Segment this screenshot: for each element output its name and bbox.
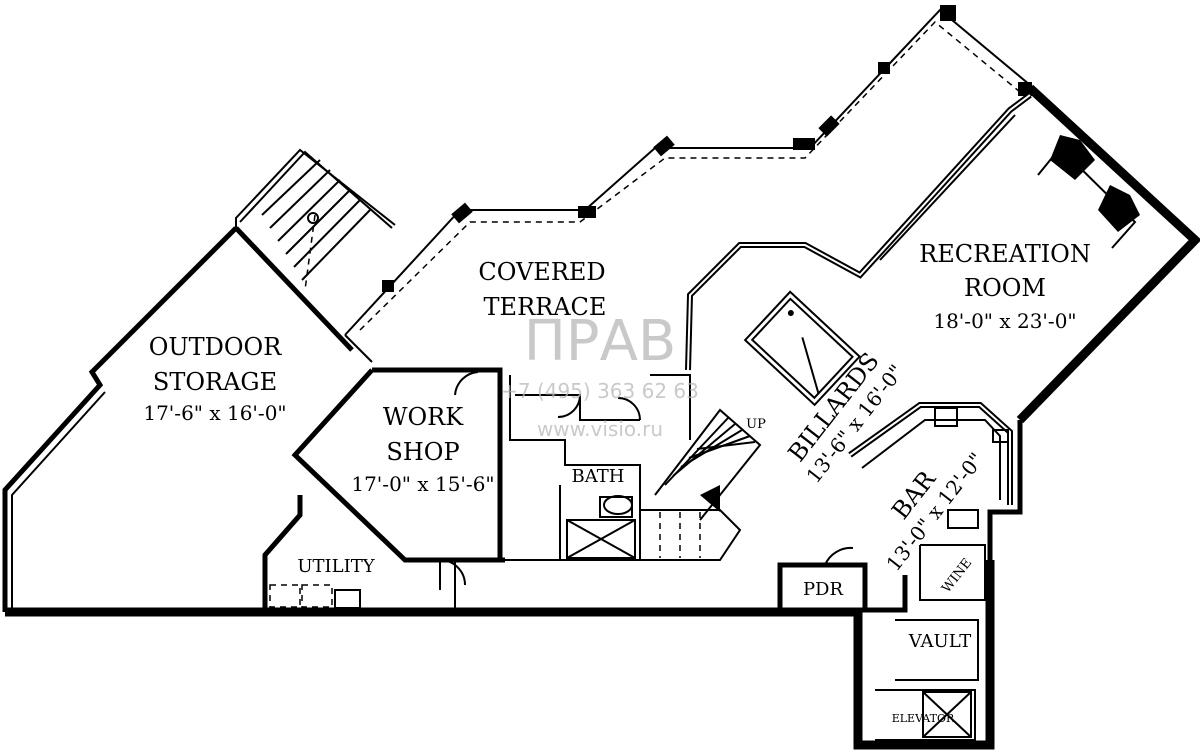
service-rooms xyxy=(777,544,986,741)
interior-walls xyxy=(262,367,762,612)
exterior-stair xyxy=(239,150,393,291)
outdoor-storage-dims: 17'-6" x 16'-0" xyxy=(143,401,286,425)
covered-terrace-label-1: COVERED xyxy=(478,258,605,286)
pdr-label: PDR xyxy=(803,579,844,600)
work-shop-dims: 17'-0" x 15'-6" xyxy=(351,472,494,496)
watermark-brand: ΠΡΑΒ xyxy=(524,309,677,374)
covered-terrace-label-2: TERRACE xyxy=(484,293,607,321)
utility-label: UTILITY xyxy=(297,556,375,577)
recreation-room-label-2: ROOM xyxy=(964,274,1046,302)
exterior-walls xyxy=(2,84,1200,750)
billiard-table xyxy=(743,290,862,407)
watermark-site: www.visio.ru xyxy=(537,417,663,441)
watermark: ΠΡΑΒ +7 (495) 363 62 63 www.visio.ru xyxy=(501,309,699,441)
wine-label: WINE xyxy=(939,556,975,596)
bar-counter xyxy=(848,402,1013,529)
watermark-phone: +7 (495) 363 62 63 xyxy=(501,379,699,403)
recreation-room-label-1: RECREATION xyxy=(919,240,1091,268)
bath-label: BATH xyxy=(572,466,625,487)
outdoor-storage-label-2: STORAGE xyxy=(153,368,277,396)
vault-label: VAULT xyxy=(908,631,971,652)
work-shop-label-2: SHOP xyxy=(386,438,459,466)
recreation-room-dims: 18'-0" x 23'-0" xyxy=(933,309,1076,333)
work-shop-label-1: WORK xyxy=(383,403,464,431)
elevator-label: ELEVATOR xyxy=(892,712,955,725)
recreation-walls xyxy=(685,92,1140,371)
outdoor-storage-label-1: OUTDOOR xyxy=(149,333,283,361)
stair-up-label: UP xyxy=(746,417,766,432)
terrace-outline xyxy=(344,5,1032,363)
